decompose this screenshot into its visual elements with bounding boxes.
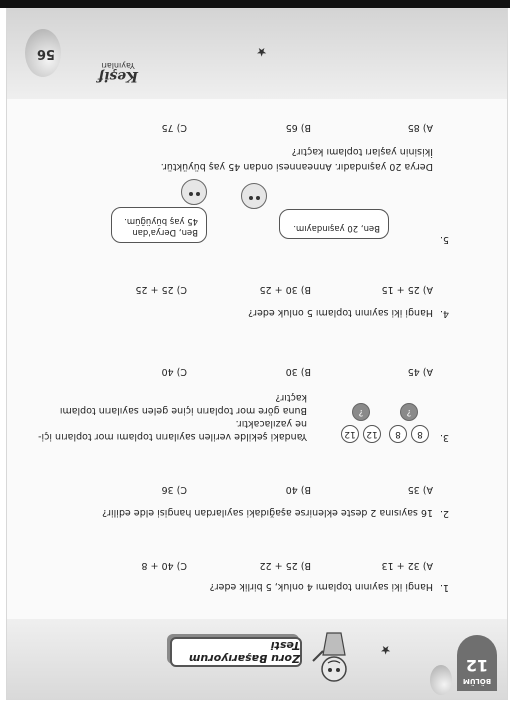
question-5-number: 5. (439, 234, 449, 245)
question-2-option-c[interactable]: C) 36 (161, 484, 187, 495)
star-icon: ★ (380, 643, 391, 657)
question-2-option-b[interactable]: B) 40 (285, 484, 311, 495)
star-icon: ★ (256, 45, 267, 59)
question-3-option-b[interactable]: B) 30 (285, 366, 311, 377)
question-5-option-b[interactable]: B) 65 (285, 122, 311, 133)
girl-face-icon (241, 183, 267, 209)
question-5-option-c[interactable]: C) 75 (161, 122, 187, 133)
publisher-name: Keşif (98, 68, 138, 84)
question-3-number: 3. (439, 432, 449, 443)
question-3-line-1: Yandaki şekilde verilen sayıların toplam… (38, 431, 307, 442)
bubble-derya-text: Ben, 20 yaşındayım. (293, 223, 380, 233)
figure-circle-top-2: 8 (389, 425, 407, 443)
question-4-option-b[interactable]: B) 30 + 25 (259, 284, 311, 295)
question-5-line-1: Derya 20 yaşındadır. Anneannesi ondan 45… (160, 161, 433, 172)
publisher-logo: Keşif Yayınları (89, 48, 147, 84)
question-4-option-c[interactable]: C) 25 + 25 (135, 284, 187, 295)
page-number: 56 (36, 46, 55, 61)
speech-bubble-grandma: Ben, Derya'dan 45 yaş büyüğüm. (111, 207, 207, 243)
question-4-number: 4. (439, 308, 449, 319)
grandma-eye-icon (196, 192, 200, 196)
worksheet-page: BÖLÜM 12 ★ Zoru Başarıyorum Testi 1. Han… (6, 8, 508, 700)
question-3-option-c[interactable]: C) 40 (161, 366, 187, 377)
figure-circle-top-1: 8 (411, 425, 429, 443)
question-1-option-b[interactable]: B) 25 + 22 (259, 560, 311, 571)
section-label: BÖLÜM (462, 677, 492, 685)
grandma-eye-icon (189, 192, 193, 196)
question-3-line-2: ne yazılacaktır. (235, 418, 307, 429)
question-1-number: 1. (439, 582, 449, 593)
question-1-text: Hangi iki sayının toplamı 4 onluk, 5 bir… (209, 581, 433, 592)
question-4-text: Hangi iki sayının toplamı 5 onluk eder? (248, 307, 433, 318)
girl-eye-icon (249, 196, 253, 200)
section-number: 12 (465, 656, 489, 675)
question-3-line-4: kaçtır? (275, 392, 307, 403)
girl-eye-icon (256, 196, 260, 200)
question-4-option-a[interactable]: A) 25 + 15 (381, 284, 433, 295)
mascot-icon (312, 632, 347, 682)
bubble-grandma-line-1: Ben, Derya'dan (132, 227, 198, 237)
speech-bubble-derya: Ben, 20 yaşındayım. (279, 209, 389, 239)
scan-top-edge (0, 0, 510, 8)
section-tab: BÖLÜM 12 (457, 635, 497, 691)
test-title: Zoru Başarıyorum Testi (170, 637, 302, 667)
question-2-option-a[interactable]: A) 35 (407, 484, 433, 495)
figure-circle-top-3: 12 (363, 425, 381, 443)
header-band: BÖLÜM 12 ★ Zoru Başarıyorum Testi (7, 619, 507, 699)
question-5-option-a[interactable]: A) 85 (407, 122, 433, 133)
question-2-number: 2. (439, 508, 449, 519)
grandma-face-icon (181, 179, 207, 205)
question-5-line-2: İkisinin yaşları toplamı kaçtır? (291, 146, 433, 157)
figure-circle-top-4: 12 (341, 425, 359, 443)
question-3-line-3: Buna göre mor topların içine gelen sayıl… (59, 405, 307, 416)
question-1-option-c[interactable]: C) 40 + 8 (141, 560, 188, 571)
question-2-text: 16 sayısına 2 deste eklenirse aşağıdaki … (102, 507, 433, 518)
figure-circle-purple-2: ? (352, 403, 370, 421)
bubble-grandma-line-2: 45 yaş büyüğüm. (124, 216, 198, 226)
question-1-option-a[interactable]: A) 32 + 13 (381, 560, 433, 571)
figure-circle-purple-1: ? (400, 403, 418, 421)
rotated-page-content: BÖLÜM 12 ★ Zoru Başarıyorum Testi 1. Han… (7, 9, 507, 699)
balloon-icon (430, 665, 452, 695)
question-3-option-a[interactable]: A) 45 (407, 366, 433, 377)
